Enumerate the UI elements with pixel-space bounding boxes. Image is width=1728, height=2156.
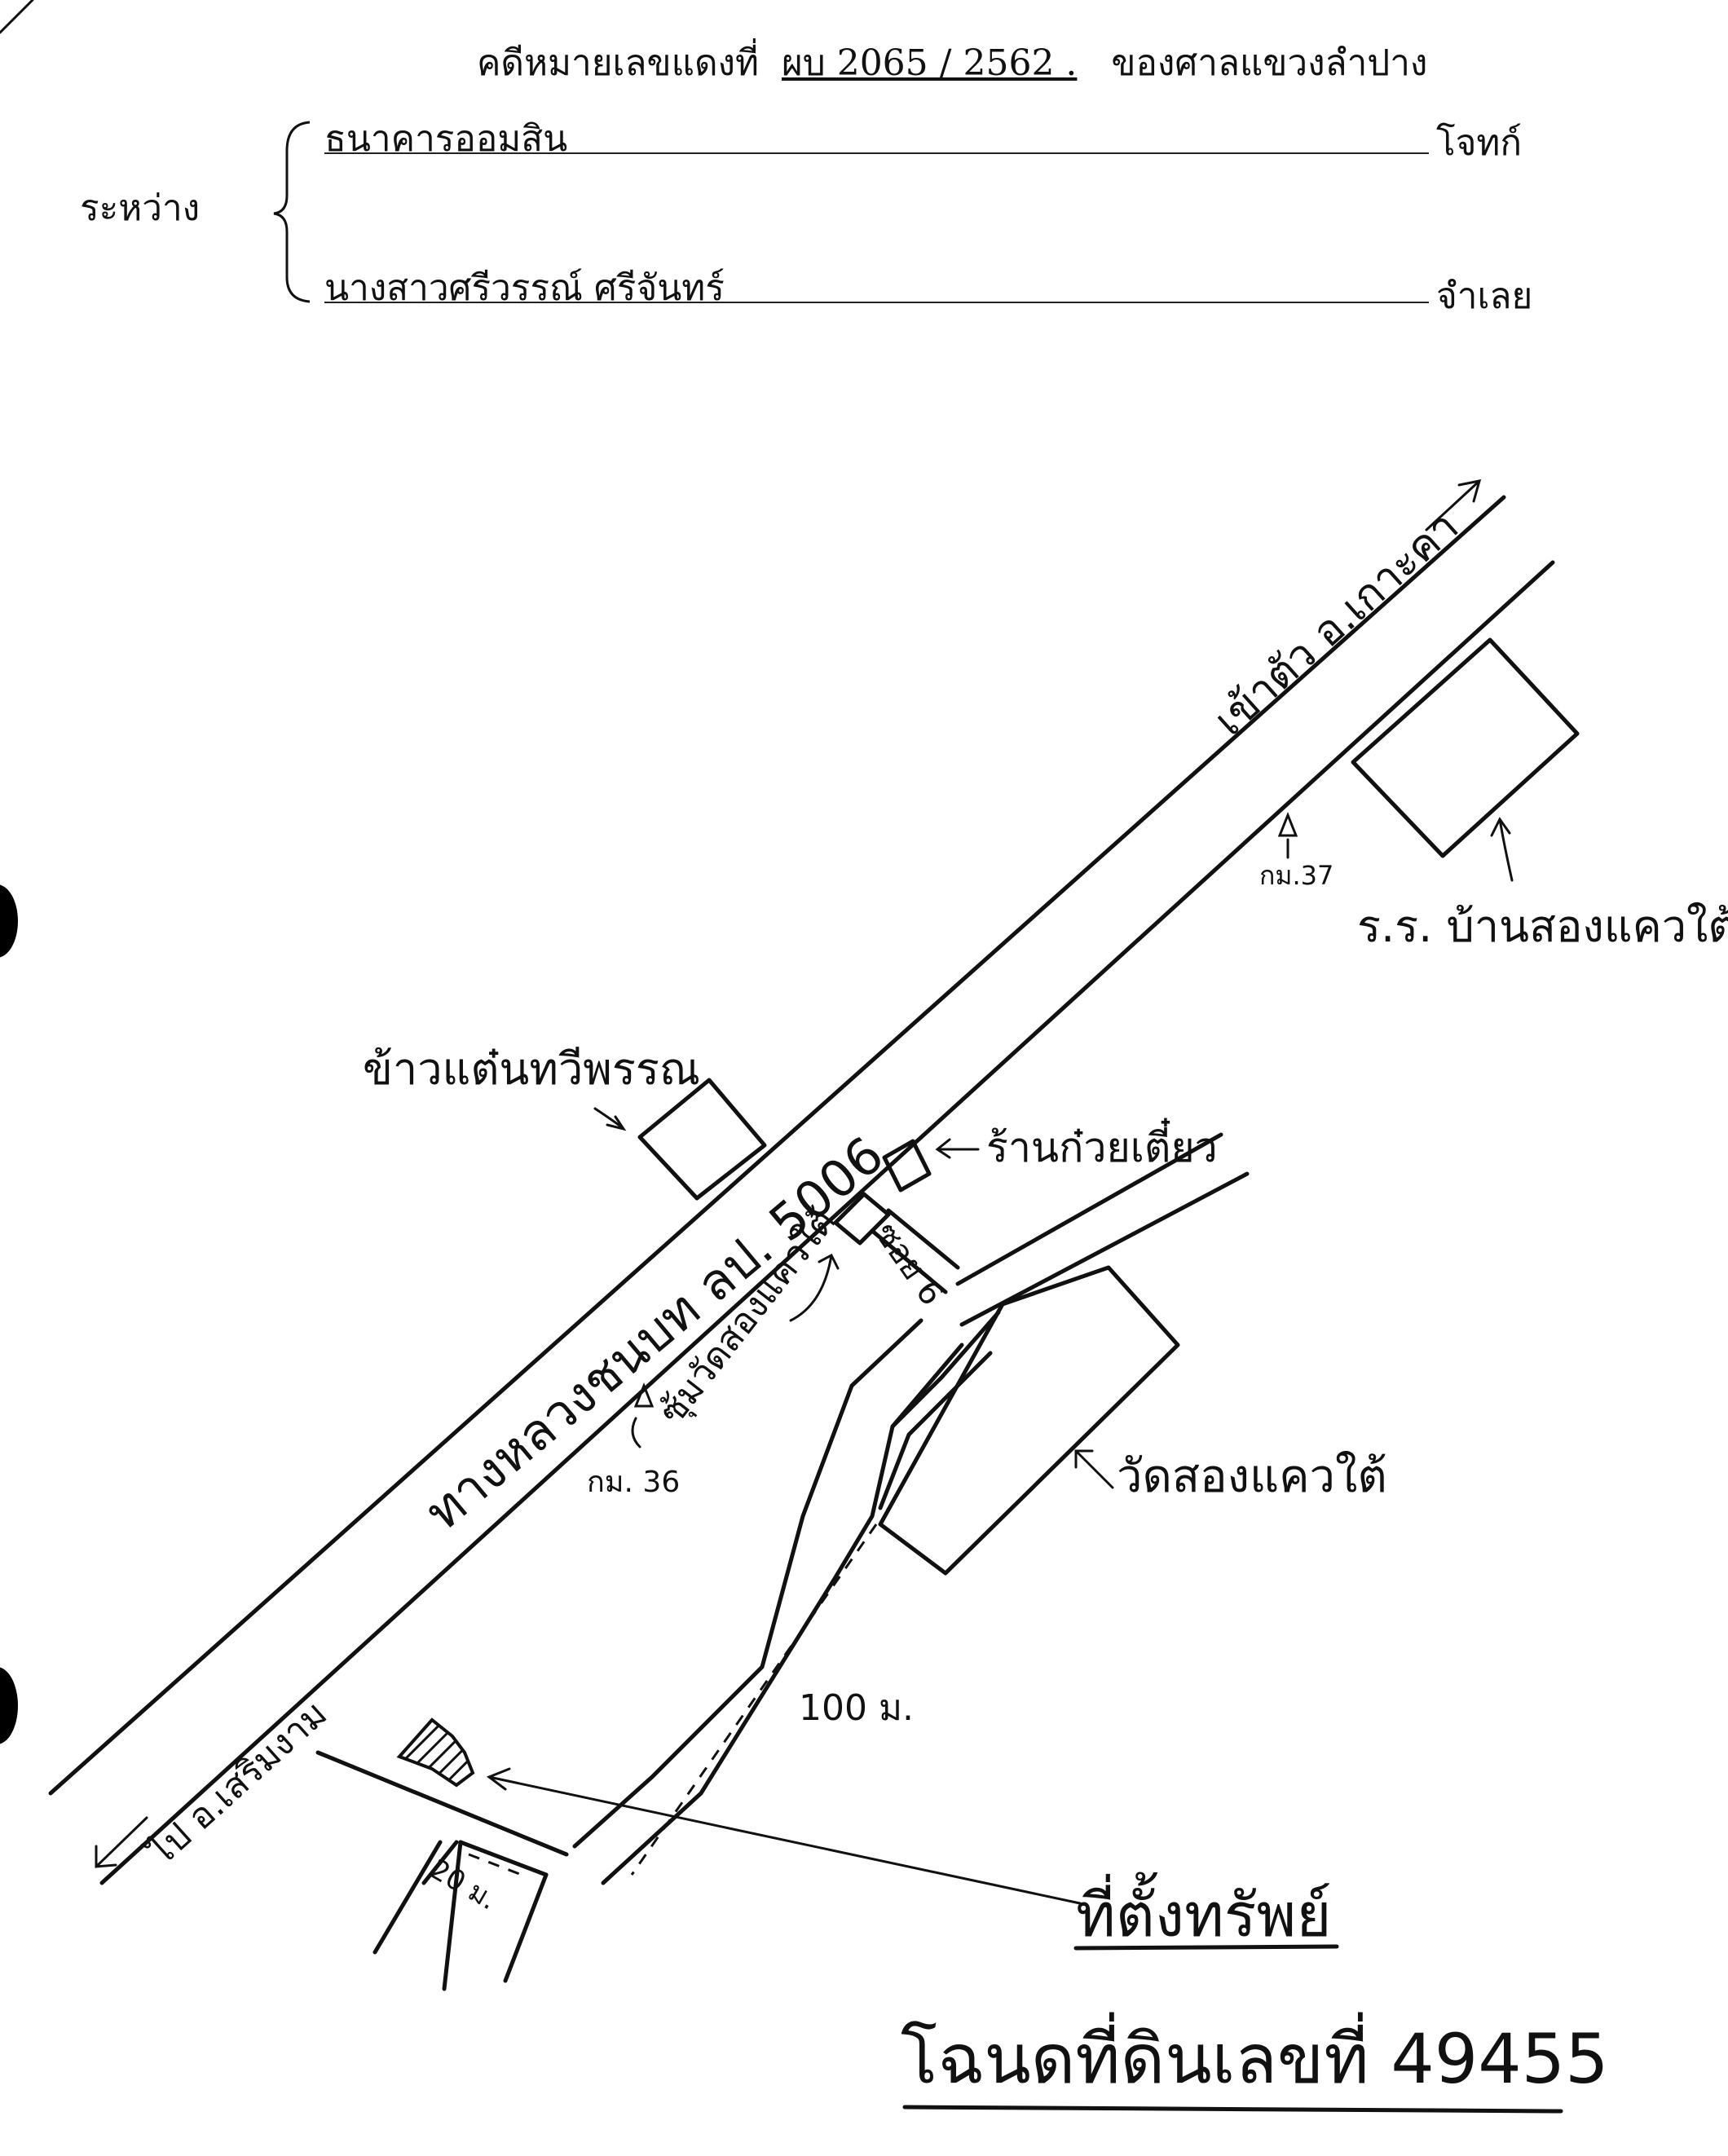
defendant-name: นางสาวศรีวรรณ์ ศรีจันทร์ bbox=[324, 267, 725, 309]
distance-20-line bbox=[468, 1853, 522, 1876]
highway-edge-right bbox=[99, 560, 1555, 1885]
arch-pointer bbox=[789, 1253, 840, 1322]
brace-icon bbox=[273, 121, 311, 303]
defendant-role: จำเลย bbox=[1436, 276, 1533, 317]
km37-marker-icon bbox=[1277, 811, 1298, 837]
soi-road-right bbox=[601, 1343, 964, 1885]
highway-edge-left bbox=[48, 495, 1506, 1796]
property-label-underline bbox=[1073, 1944, 1339, 1951]
school-label: ร.ร. บ้านสองแควใต้ bbox=[1357, 901, 1728, 952]
arrow-south-icon bbox=[95, 1816, 148, 1868]
binder-hole-bottom bbox=[0, 1667, 18, 1744]
noodle-shop-building bbox=[882, 1139, 932, 1193]
property-marker bbox=[396, 1717, 475, 1788]
arch-gate bbox=[833, 1192, 891, 1246]
temple-building bbox=[878, 1265, 1180, 1576]
to-south-label: ไป อ.เสริมงาม bbox=[139, 1693, 335, 1875]
binder-hole-top bbox=[0, 884, 18, 958]
plaintiff-role: โจทก์ bbox=[1436, 122, 1523, 164]
noodle-shop-pointer bbox=[935, 1138, 980, 1159]
property-road-left-2 bbox=[421, 1840, 459, 1885]
school-building bbox=[1351, 637, 1580, 858]
temple-wall-curve bbox=[890, 1310, 1001, 1429]
distance-100-label: 100 ม. bbox=[799, 1687, 914, 1729]
case-number: ผบ 2065 / 2562 . bbox=[782, 42, 1078, 84]
soi-road-left bbox=[572, 1318, 924, 1849]
court-name: ของศาลแขวงลำปาง bbox=[1111, 42, 1428, 84]
plaintiff-line: ธนาคารออมสิน bbox=[324, 110, 1429, 160]
property-pointer-arrow bbox=[486, 1767, 1082, 1905]
rice-shop-label: ข้าวแต๋นทวีพรรณ bbox=[363, 1043, 700, 1095]
plaintiff-name: ธนาคารออมสิน bbox=[324, 118, 568, 160]
side-road-lower bbox=[959, 1171, 1250, 1327]
side-road-upper bbox=[955, 1132, 1223, 1286]
property-label: ที่ตั้งทรัพย์ bbox=[1076, 1872, 1332, 1951]
deed-label-underline bbox=[902, 2105, 1563, 2114]
noodle-shop-label: ร้านก๋วยเตี๋ยว bbox=[986, 1118, 1218, 1171]
property-road-upper bbox=[315, 1750, 569, 1857]
case-prefix: คดีหมายเลขแดงที่ bbox=[477, 42, 760, 84]
case-number-line: คดีหมายเลขแดงที่ ผบ 2065 / 2562 . ของศาล… bbox=[477, 34, 1427, 91]
distance-100-line bbox=[630, 1523, 878, 1876]
defendant-line: นางสาวศรีวรรณ์ ศรีจันทร์ bbox=[324, 259, 1429, 309]
property-road-lower bbox=[458, 1840, 549, 1877]
rice-shop-pointer bbox=[593, 1107, 627, 1131]
temple-pointer bbox=[1074, 1449, 1114, 1489]
between-label: ระหว่าง bbox=[80, 187, 201, 229]
to-north-label: เข้าตัว อ.เกาะคา bbox=[1206, 502, 1469, 746]
corner-mark bbox=[0, 0, 34, 34]
rice-shop-building bbox=[637, 1078, 767, 1201]
temple-label: วัดสองแควใต้ bbox=[1117, 1450, 1387, 1503]
soi-branch bbox=[870, 1208, 960, 1294]
property-road-left bbox=[372, 1840, 443, 1955]
deed-label: โฉนดที่ดินเลขที่ 49455 bbox=[901, 2012, 1609, 2099]
property-road-right-2 bbox=[503, 1872, 549, 1983]
km37-label: กม.37 bbox=[1259, 860, 1333, 891]
soi-label: ซอย 6 bbox=[867, 1215, 950, 1312]
arrow-north-icon bbox=[1425, 479, 1482, 531]
property-road-right bbox=[442, 1840, 463, 1991]
temple-wall-curve-2 bbox=[878, 1351, 993, 1510]
school-pointer-arrow bbox=[1490, 817, 1514, 882]
km36-marker-icon bbox=[633, 1382, 655, 1408]
km36-label: กม. 36 bbox=[587, 1466, 680, 1499]
